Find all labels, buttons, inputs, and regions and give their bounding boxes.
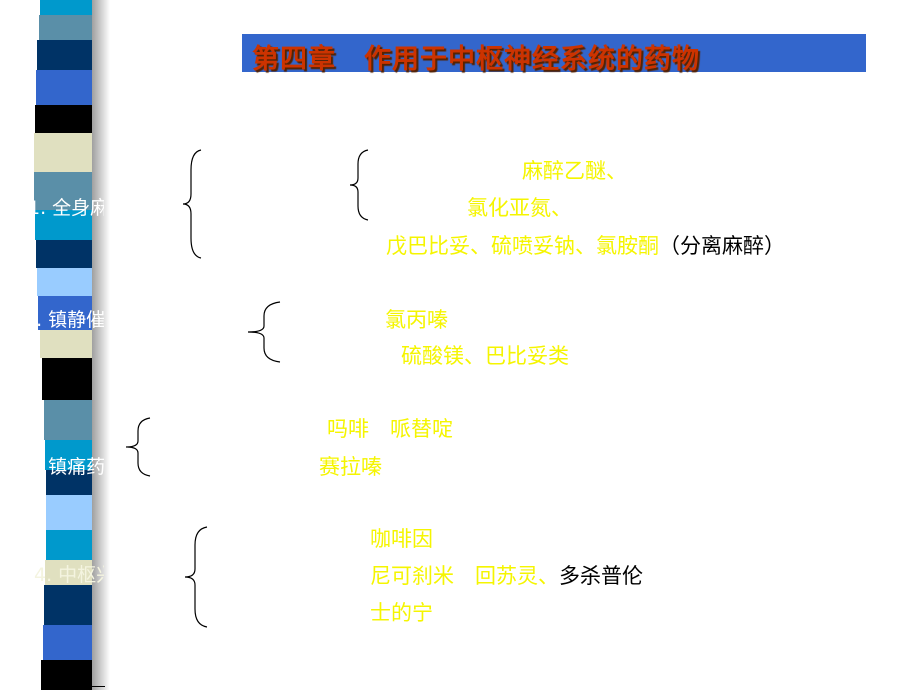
section-label-3: 3. 镇痛药	[24, 456, 104, 478]
divider	[50, 686, 105, 687]
brace	[182, 149, 202, 259]
drug-item: 麻醉乙醚、	[522, 159, 627, 183]
stripe-band	[41, 660, 92, 690]
stripe-band	[34, 133, 92, 172]
stripe-band	[37, 268, 92, 296]
stripe-band	[40, 330, 92, 358]
drug-item: 赛拉嗪	[319, 455, 382, 479]
stripe-band	[37, 40, 92, 70]
stripe-band	[38, 296, 92, 330]
stripe-band	[39, 15, 92, 40]
stripe-band	[40, 0, 92, 15]
drug-item: 氯化亚氮、	[467, 196, 572, 220]
section-label-2: 2. 镇静催眠药	[24, 309, 104, 331]
drug-item: 尼可刹米 回苏灵、	[370, 564, 559, 588]
section-label-4: 4. 中枢兴奋药	[34, 564, 104, 586]
drug-item: 戊巴比妥、硫喷妥钠、氯胺酮	[386, 234, 659, 258]
drug-item: 吗啡 哌替啶	[327, 417, 453, 441]
stripe-band	[36, 240, 92, 268]
stripe-band	[45, 440, 92, 470]
stripe-band	[43, 625, 92, 660]
stripe-band	[42, 358, 92, 400]
brace	[184, 526, 208, 628]
drug-item: 硫酸镁、巴比妥类	[401, 344, 569, 368]
drug-item: 氯丙嗪	[385, 308, 448, 332]
drug-item: 咖啡因	[370, 527, 433, 551]
stripe-band	[35, 105, 92, 133]
drug-item: 士的宁	[370, 601, 433, 625]
brace	[125, 417, 151, 477]
stripe-band	[34, 172, 92, 210]
stripe-band	[44, 585, 92, 625]
stripe-band	[44, 400, 92, 440]
stripe-band	[35, 210, 92, 240]
stripe-band	[46, 470, 92, 495]
brace	[247, 301, 281, 363]
stripe-band	[46, 530, 92, 560]
title-bar: 第四章 作用于中枢神经系统的药物	[242, 34, 866, 75]
brace	[349, 149, 369, 221]
stripe-shadow	[88, 0, 110, 690]
drug-item: 多杀普伦	[559, 564, 643, 588]
drug-note: （分离麻醉）	[659, 234, 785, 258]
stripe-band	[46, 495, 92, 530]
stripe-band	[45, 560, 92, 585]
stripe-band	[36, 70, 92, 105]
page-title: 第四章 作用于中枢神经系统的药物	[252, 44, 700, 75]
decorative-stripe	[0, 0, 110, 690]
section-label-1: 1. 全身麻醉药	[28, 197, 104, 219]
